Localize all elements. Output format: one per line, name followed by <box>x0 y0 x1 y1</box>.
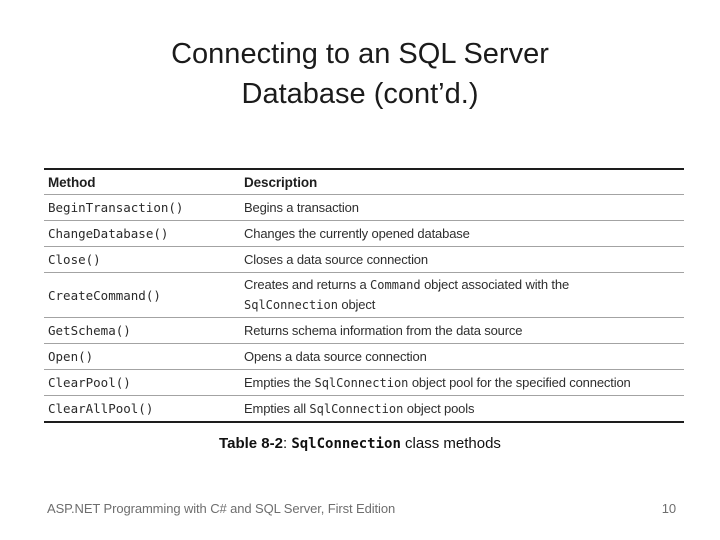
method-cell: Open() <box>48 349 94 364</box>
method-cell: CreateCommand() <box>48 287 161 303</box>
method-cell: BeginTransaction() <box>48 200 184 215</box>
table-caption: Table 8-2: SqlConnection class methods <box>0 435 720 452</box>
description-text: Closes a data source connection <box>244 252 428 267</box>
table-row: Open() Opens a data source connection <box>44 343 684 369</box>
description-text: Creates and returns a <box>244 277 371 292</box>
description-cell: Empties all SqlConnection object pools <box>240 397 684 421</box>
methods-table: Method Description BeginTransaction()Beg… <box>44 168 684 423</box>
table-header-row: Method Description <box>44 170 684 194</box>
description-cell: Opens a data source connection <box>240 345 684 368</box>
description-cell: Begins a transaction <box>240 196 684 219</box>
description-text: object pools <box>403 400 475 416</box>
description-cell: Creates and returns a Command object ass… <box>240 273 684 317</box>
caption-separator: : <box>282 435 292 452</box>
table-row: GetSchema() Returns schema information fr… <box>44 317 684 343</box>
method-cell: Close() <box>48 252 101 267</box>
inline-code: Command <box>370 278 421 292</box>
description-text: Changes the currently opened database <box>244 226 470 241</box>
slide-footer: ASP.NET Programming with C# and SQL Serv… <box>47 501 676 516</box>
caption-class-name: SqlConnection <box>291 436 401 452</box>
table-row: BeginTransaction() Begins a transaction <box>44 194 684 220</box>
method-cell: GetSchema() <box>48 323 131 338</box>
inline-code: SqlConnection <box>314 375 409 390</box>
column-header-description: Description <box>244 174 318 190</box>
description-text: Opens a data source connection <box>244 349 427 364</box>
slide-title: Connecting to an SQL Server Database (co… <box>0 34 720 114</box>
footer-book-title: ASP.NET Programming with C# and SQL Serv… <box>47 501 396 516</box>
description-cell: Returns schema information from the data… <box>240 319 684 342</box>
description-text: Begins a transaction <box>244 200 359 215</box>
caption-table-number: Table 8-2 <box>219 435 283 452</box>
description-text: Empties the <box>244 374 315 390</box>
description-text: object associated with the <box>420 277 570 292</box>
method-cell: ClearPool() <box>48 375 131 390</box>
inline-code: SqlConnection <box>309 401 404 416</box>
footer-page-number: 10 <box>661 501 676 516</box>
inline-code: SqlConnection <box>244 298 338 312</box>
method-cell: ClearAllPool() <box>48 401 154 416</box>
description-text: Returns schema information from the data… <box>244 323 523 338</box>
description-text: object pool for the specified connection <box>408 374 631 390</box>
caption-suffix: class methods <box>400 435 501 452</box>
table-row: ClearPool() Empties the SqlConnection obj… <box>44 369 684 395</box>
slide-title-line-2: Database (cont’d.) <box>241 78 479 110</box>
method-cell: ChangeDatabase() <box>48 226 169 241</box>
description-cell: Empties the SqlConnection object pool fo… <box>240 371 684 395</box>
slide-title-line-1: Connecting to an SQL Server <box>171 38 549 70</box>
table-row: ChangeDatabase() Changes the currently op… <box>44 220 684 246</box>
table-row: Close() Closes a data source connection <box>44 246 684 272</box>
table-row: CreateCommand() Creates and returns a Com… <box>44 272 684 317</box>
description-cell: Closes a data source connection <box>240 248 684 271</box>
column-header-method: Method <box>48 174 96 190</box>
description-text: Empties all <box>244 400 310 416</box>
description-cell: Changes the currently opened database <box>240 222 684 245</box>
description-text: object <box>337 297 376 312</box>
table-row: ClearAllPool() Empties all SqlConnection … <box>44 395 684 421</box>
